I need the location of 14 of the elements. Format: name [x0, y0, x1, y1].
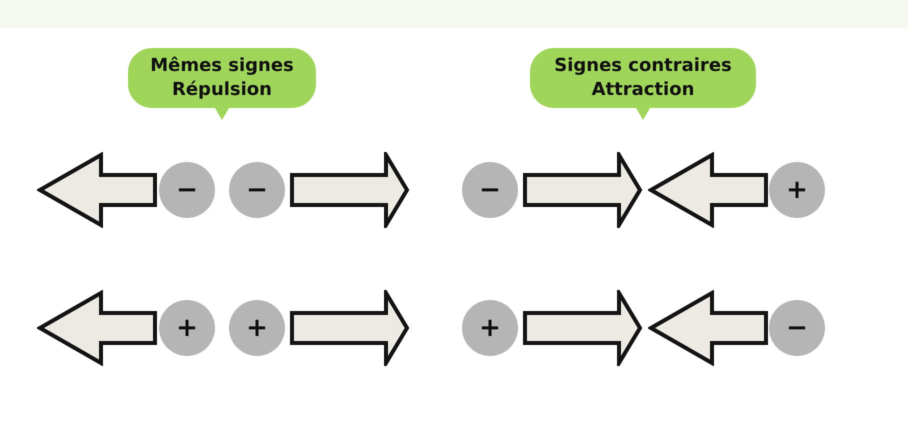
bubble-heading: Signes contraires: [553, 55, 733, 76]
charge-sign: +: [786, 177, 808, 203]
charge-sign: −: [479, 177, 501, 203]
charge-sign: +: [176, 315, 198, 341]
charge-sign: −: [786, 315, 808, 341]
charge-sign: −: [176, 177, 198, 203]
speech-bubble: [530, 48, 756, 120]
charge-sign: +: [246, 315, 268, 341]
bubble-heading: Mêmes signes: [149, 55, 295, 76]
bubble-text: Attraction: [590, 79, 696, 100]
charge-sign: −: [246, 177, 268, 203]
bubble-text: Répulsion: [170, 79, 273, 100]
speech-bubble: [128, 48, 316, 120]
charge-sign: +: [479, 315, 501, 341]
